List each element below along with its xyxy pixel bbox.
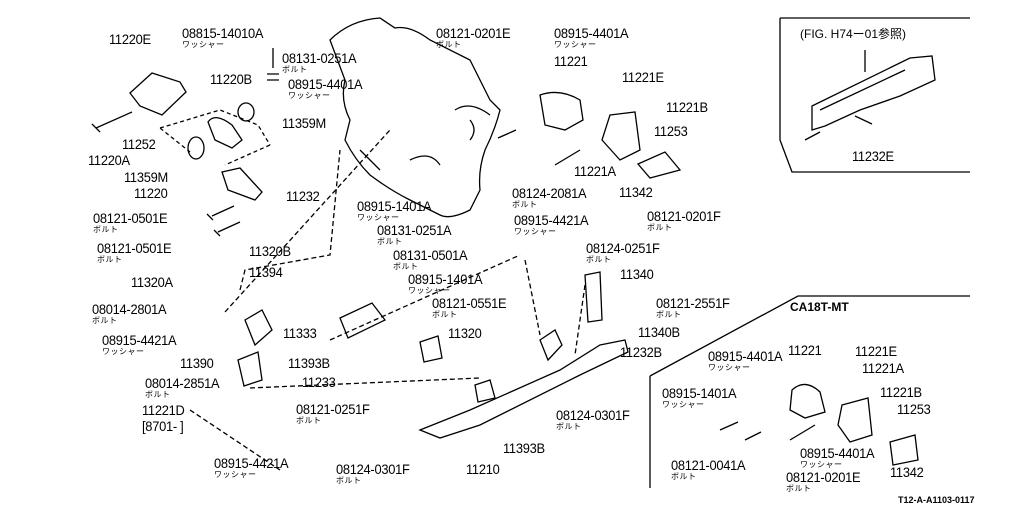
part-label: 11232E	[852, 148, 894, 164]
part-label: 11340	[620, 266, 654, 282]
inset-reference: (FIG. H74ー01参照)	[800, 27, 907, 41]
variant-frame	[649, 295, 970, 488]
part-label: 11221	[788, 342, 822, 358]
part-label: 11221E	[855, 343, 897, 359]
engine-detail	[359, 105, 491, 171]
part-label: 11233	[302, 374, 336, 390]
part-label: 11342	[619, 184, 653, 200]
part-label: 11221B	[880, 384, 922, 400]
bracket-11253	[601, 111, 641, 161]
inset-frame	[779, 17, 970, 173]
bracket-11232	[221, 167, 263, 201]
variant-title: CA18T-MT	[790, 300, 849, 314]
part-label: 11359M	[282, 115, 326, 131]
part-label: 11340B	[638, 324, 680, 340]
bracket-11342-ca18t	[889, 434, 919, 466]
part-label: 11220E	[109, 31, 151, 47]
part-label: 11253	[897, 401, 931, 417]
part-label: 11221A	[574, 163, 616, 179]
mount-11333	[339, 302, 386, 339]
part-label: 11232	[286, 188, 320, 204]
part-label: 11393B	[288, 355, 330, 371]
part-label: 11359M	[124, 169, 168, 185]
insulator-11390	[237, 351, 263, 387]
part-label: 11221D[8701- ]	[142, 402, 185, 434]
insulator-11320	[419, 335, 443, 363]
part-label: 11221E	[622, 69, 664, 85]
part-label: 11221B	[666, 99, 708, 115]
part-label: 11390	[180, 355, 214, 371]
part-label: 11393B	[503, 440, 545, 456]
mount-bracket-11252	[129, 72, 187, 116]
part-label: 11220A	[88, 152, 130, 168]
part-label: 11342	[890, 464, 924, 480]
part-label: 11252	[122, 136, 156, 152]
part-label: 11394	[249, 264, 283, 280]
part-label: 11220	[134, 185, 168, 201]
engine-outline	[329, 17, 501, 218]
crossmember-11210	[418, 339, 629, 439]
part-label: 11210	[466, 461, 500, 477]
part-label: 11253	[654, 123, 688, 139]
part-label: 11320B	[249, 243, 291, 259]
figure-reference-code: T12-A-A1103-0117	[898, 495, 975, 505]
bracket-11253-ca18t	[837, 397, 873, 443]
part-label: 11320	[448, 325, 482, 341]
long-bolt-11220A	[91, 111, 133, 133]
part-label: 11220B	[210, 71, 252, 87]
mount-insulator-11220	[207, 117, 243, 149]
part-label: 11320A	[131, 274, 173, 290]
mount-11221	[539, 91, 584, 131]
part-label: 11232B	[620, 344, 662, 360]
part-label: 11333	[283, 325, 317, 341]
side-member	[804, 55, 936, 141]
link-11340	[584, 271, 603, 323]
part-label: 11221	[554, 53, 588, 69]
bracket-11342	[636, 151, 682, 179]
bracket-11394	[244, 309, 273, 347]
part-label: 11221A	[862, 360, 904, 376]
mount-11221-ca18t	[789, 383, 826, 419]
